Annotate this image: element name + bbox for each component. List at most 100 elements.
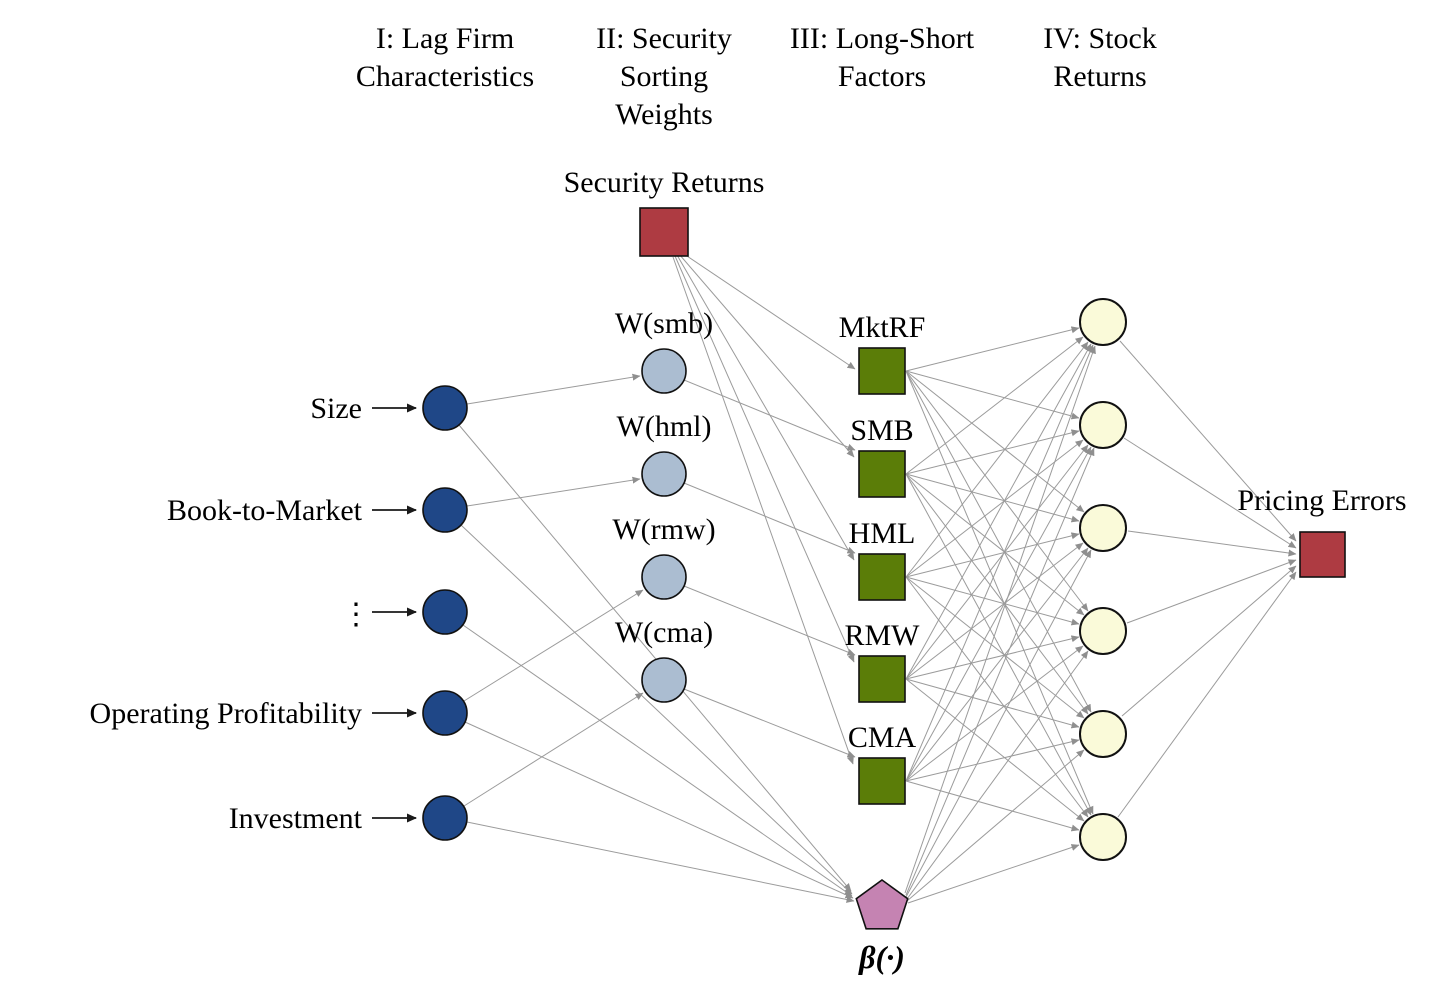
label-hml: HML xyxy=(849,517,916,550)
factor-smb xyxy=(858,450,906,498)
label-mktrf: MktRF xyxy=(839,311,926,344)
node-investment xyxy=(422,795,468,841)
edge-line xyxy=(905,429,1080,475)
edge-line xyxy=(905,336,1084,475)
header-col2-line1: II: Security xyxy=(596,22,732,55)
label-w-cma: W(cma) xyxy=(615,616,713,649)
edge-line xyxy=(683,379,856,451)
stock-return-node-4 xyxy=(1079,607,1127,655)
header-col4-line2: Returns xyxy=(1053,60,1146,93)
edge-line xyxy=(905,576,1080,626)
factor-cma xyxy=(858,757,906,805)
edge-line xyxy=(683,482,856,554)
node-w-cma xyxy=(641,657,687,703)
edge-line xyxy=(905,542,1084,680)
node-size xyxy=(422,385,468,431)
edge-line xyxy=(905,370,1092,713)
node-book-to-market xyxy=(422,487,468,533)
edge-line xyxy=(905,473,1085,616)
column-headers: I: Lag Firm Characteristics II: Security… xyxy=(356,22,1157,131)
edge-line xyxy=(1117,571,1297,818)
edge-line xyxy=(905,780,1080,832)
edge-line xyxy=(680,251,856,370)
edges-layer xyxy=(458,251,1297,904)
factor-rmw xyxy=(858,655,906,703)
header-col1-line2: Characteristics xyxy=(356,60,534,93)
node-w-hml xyxy=(641,451,687,497)
edge-line xyxy=(672,256,854,765)
stock-returns-column xyxy=(1079,298,1127,861)
label-investment: Investment xyxy=(229,802,363,835)
label-w-rmw: W(rmw) xyxy=(612,513,715,546)
edge-line xyxy=(905,576,1085,719)
label-w-hml: W(hml) xyxy=(617,410,712,443)
edge-line xyxy=(905,341,1089,578)
edge-line xyxy=(1127,530,1297,557)
header-col2-line2: Sorting xyxy=(620,60,708,93)
node-w-smb xyxy=(641,348,687,394)
edge-line xyxy=(905,678,1085,822)
edge-line xyxy=(905,370,1089,612)
pricing-errors-node xyxy=(1299,531,1346,578)
edge-line xyxy=(676,254,855,561)
edge-line xyxy=(1123,437,1297,549)
characteristics-column: Size Book-to-Market ⋮ Operating Profitab… xyxy=(90,385,468,841)
beta-node xyxy=(855,879,909,930)
stock-return-node-1 xyxy=(1079,298,1127,346)
label-w-smb: W(smb) xyxy=(615,307,713,340)
edge-line xyxy=(1126,559,1297,624)
edge-line xyxy=(904,345,1096,894)
edge-line xyxy=(905,549,1092,898)
label-size: Size xyxy=(310,392,362,425)
edge-line xyxy=(905,532,1080,578)
edge-line xyxy=(905,326,1080,372)
edge-line xyxy=(462,624,853,897)
edge-line xyxy=(905,635,1080,680)
edge-line xyxy=(678,253,855,458)
header-col1-line1: I: Lag Firm xyxy=(376,22,514,55)
edge-line xyxy=(905,447,1095,896)
label-smb: SMB xyxy=(850,414,913,447)
edge-line xyxy=(905,645,1084,782)
label-beta: β(·) xyxy=(858,939,905,975)
edge-line xyxy=(905,547,1089,782)
stock-return-node-5 xyxy=(1079,710,1127,758)
edge-line xyxy=(683,585,856,656)
label-arrows-layer xyxy=(372,403,417,823)
edge-line xyxy=(463,692,644,807)
edge-line xyxy=(460,524,853,895)
edge-line xyxy=(905,446,1092,782)
edge-line xyxy=(905,370,1094,815)
edge-line xyxy=(905,473,1089,715)
node-w-rmw xyxy=(641,554,687,600)
label-pricing-errors: Pricing Errors xyxy=(1237,484,1406,517)
edge-line xyxy=(1121,565,1297,717)
edge-line xyxy=(905,473,1092,816)
label-cma: CMA xyxy=(848,721,917,754)
edge-line xyxy=(683,688,856,758)
sorting-weights-column: Security Returns W(smb) W(hml) W(rmw) W(… xyxy=(564,166,764,703)
edge-line xyxy=(905,738,1080,782)
edge-line xyxy=(466,821,855,903)
edge-line xyxy=(905,370,1085,513)
pricing-errors-output: Pricing Errors xyxy=(1237,484,1407,578)
edge-line xyxy=(905,678,1080,729)
edge-line xyxy=(905,444,1089,680)
edge-line xyxy=(906,749,1085,902)
stock-return-node-3 xyxy=(1079,504,1127,552)
edge-line xyxy=(905,576,1089,818)
edge-line xyxy=(1119,340,1297,542)
edge-line xyxy=(464,721,854,899)
stock-return-node-2 xyxy=(1079,401,1127,449)
edge-line xyxy=(906,650,1089,900)
factor-mktrf xyxy=(858,347,906,395)
factor-hml xyxy=(858,553,906,601)
label-book-to-market: Book-to-Market xyxy=(167,494,363,527)
header-col3-line2: Factors xyxy=(838,60,926,93)
stock-return-node-6 xyxy=(1079,813,1127,861)
header-col2-line3: Weights xyxy=(615,98,713,131)
label-vdots: ⋮ xyxy=(341,598,371,631)
edge-line xyxy=(466,373,641,405)
